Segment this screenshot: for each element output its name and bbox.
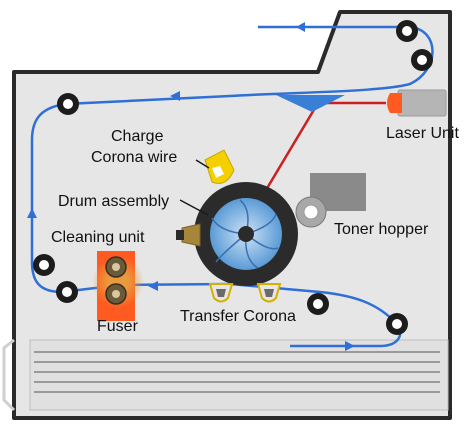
laser-mirror xyxy=(276,95,345,112)
charge-corona-label-line2: Corona wire xyxy=(91,149,177,166)
charge-corona-wire xyxy=(204,149,235,184)
laser-unit xyxy=(387,89,447,117)
drum-assembly-leader xyxy=(179,199,209,216)
paper-path-arrows xyxy=(27,22,355,351)
roller-top-2 xyxy=(411,49,433,71)
fuser-label: Fuser xyxy=(97,318,139,335)
charge-corona-leader xyxy=(195,159,210,169)
roller-bottom-2 xyxy=(386,313,408,335)
roller-bottom-1 xyxy=(307,293,329,315)
cleaning-unit-label: Cleaning unit xyxy=(51,229,145,246)
paper-tray xyxy=(29,339,449,411)
toner-hopper-label: Toner hopper xyxy=(334,221,429,238)
tray-handle xyxy=(2,338,16,412)
transfer-corona-left xyxy=(208,283,234,303)
charge-corona-label-line1: Charge xyxy=(111,128,164,145)
roller-left-2 xyxy=(56,281,78,303)
roller-left-1 xyxy=(33,254,55,276)
laser-unit-label: Laser Unit xyxy=(386,125,459,142)
cleaning-unit xyxy=(176,223,201,247)
fuser xyxy=(92,251,144,321)
roller-top-1 xyxy=(396,20,418,42)
transfer-corona-right xyxy=(256,283,282,303)
transfer-corona-label: Transfer Corona xyxy=(180,308,296,325)
roller-upper-left xyxy=(57,93,79,115)
drum-assembly xyxy=(194,182,298,286)
drum-assembly-label: Drum assembly xyxy=(58,193,169,210)
toner-hopper xyxy=(295,173,366,228)
